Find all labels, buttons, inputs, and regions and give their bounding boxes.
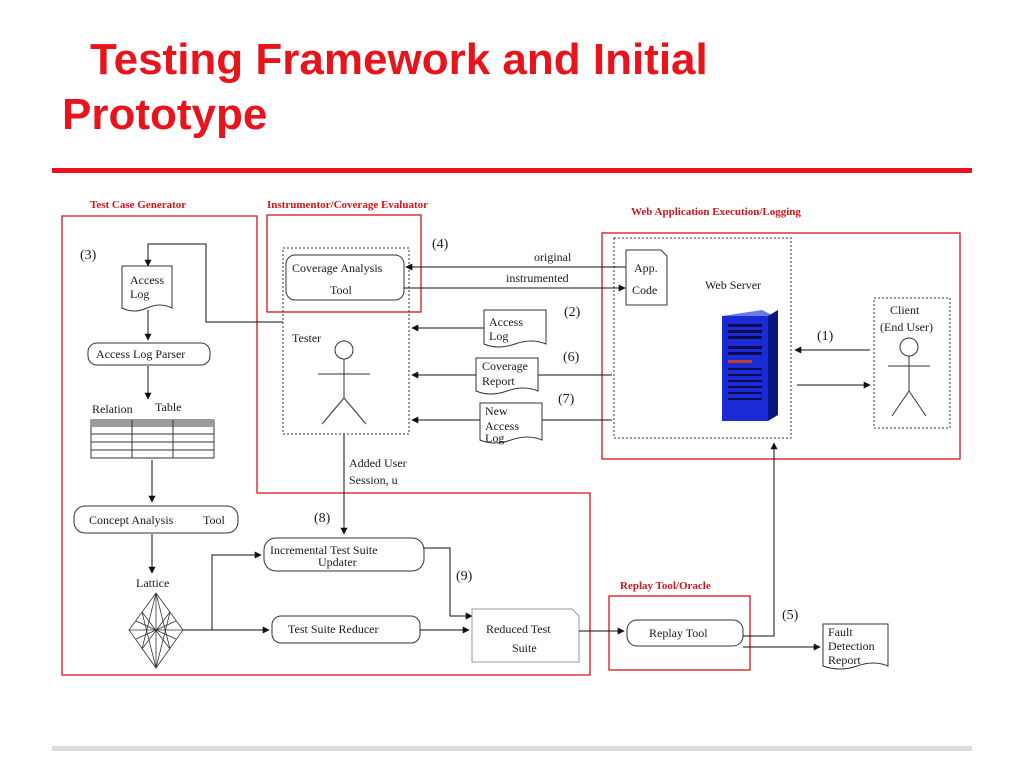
tester-figure [318,340,370,425]
loop-arrow-tester-to-log [144,243,283,323]
tester-label: Tester [292,331,321,345]
app-code-doc [625,249,668,306]
access-log-doc [121,265,173,312]
access-log-text-1: Access [130,273,164,287]
app-code-label-1: App. [634,261,658,275]
step-1-label: (1) [817,329,834,344]
web-server-dotted-box [613,237,792,439]
section-title-replay: Replay Tool/Oracle [620,580,711,592]
incremental-label-1: Incremental Test Suite [270,543,378,557]
reduced-label-2: Suite [512,641,537,655]
fault-label-3: Report [828,653,861,667]
arrow-lattice-to-incremental [183,551,262,631]
replay-region [608,595,751,671]
step-4-label: (4) [432,237,449,252]
title-rule [52,168,972,173]
doc7-label-1: New [485,404,508,418]
diagram-canvas: Test Case Generator Instrumentor/Coverag… [61,199,961,676]
web-server-label: Web Server [705,278,761,292]
test-case-generator-region [61,215,591,676]
step-7-label: (7) [558,392,575,407]
access-log-parser-box [87,342,211,366]
slide-title-line1: Testing Framework and Initial [90,35,708,84]
instrumented-label: instrumented [506,271,569,285]
incremental-updater-box [263,537,425,572]
web-server-icon [722,310,778,421]
coverage-analysis-box [285,254,405,301]
lattice-label: Lattice [136,576,169,590]
slide-title-line2: Prototype [62,90,268,139]
section-title-web-app: Web Application Execution/Logging [631,206,801,218]
access-log-parser-label: Access Log Parser [96,347,185,361]
doc7-label-3: Log [485,431,504,445]
doc-new-access-log-7 [479,402,543,444]
reduced-label-1: Reduced Test [486,622,551,636]
app-code-label-2: Code [632,283,657,297]
reduced-test-suite-box [471,608,580,663]
concept-tool-label: Tool [203,513,225,527]
fault-label-1: Fault [828,625,853,639]
replay-tool-label: Replay Tool [649,626,708,640]
step-8-label: (8) [314,511,331,526]
doc7-label-2: Access [485,419,519,433]
doc-coverage-report-6 [475,357,539,395]
concept-analysis-box [73,505,239,534]
section-title-test-case-generator: Test Case Generator [90,199,186,211]
slide-title: Testing Framework and Initial Prototype [62,32,962,142]
step-2-label: (2) [564,305,581,320]
client-label-2: (End User) [880,320,933,334]
concept-analysis-label: Concept Analysis [89,513,174,527]
framework-diagram: Test Case Generator Instrumentor/Coverag… [52,188,972,690]
incremental-label-2: Updater [318,555,357,569]
access-log-text-2: Log [130,287,149,301]
doc-access-log-2 [483,309,547,348]
replay-tool-box [626,619,744,647]
step-6-label: (6) [563,350,580,365]
footer-rule [52,746,972,751]
step-9-label: (9) [456,569,473,584]
client-figure [888,337,930,417]
fault-detection-report-doc [822,623,889,670]
added-user-label-2: Session, u [349,473,398,487]
table-label: Table [155,400,181,414]
arrow-replay-to-server [743,442,778,637]
section-title-instrumentor: Instrumentor/Coverage Evaluator [267,199,428,211]
step-5-label: (5) [782,608,799,623]
web-app-region [601,232,961,460]
coverage-analysis-label-2: Tool [330,283,352,297]
step-3-label: (3) [80,248,97,263]
relation-table-grid [90,419,215,459]
coverage-analysis-label-1: Coverage Analysis [292,261,383,275]
reducer-label: Test Suite Reducer [288,622,378,636]
relation-label: Relation [92,402,133,416]
original-label: original [534,250,572,264]
doc2-label-1: Access [489,315,523,329]
doc2-label-2: Log [489,329,508,343]
lattice-diamond [128,592,184,669]
instrumentor-region [266,214,422,313]
client-dotted-box [873,297,951,429]
fault-label-2: Detection [828,639,875,653]
doc6-label-1: Coverage [482,359,528,373]
arrow-incremental-to-reduced [424,547,473,620]
doc6-label-2: Report [482,374,515,388]
client-label-1: Client [890,303,920,317]
added-user-label-1: Added User [349,456,407,470]
